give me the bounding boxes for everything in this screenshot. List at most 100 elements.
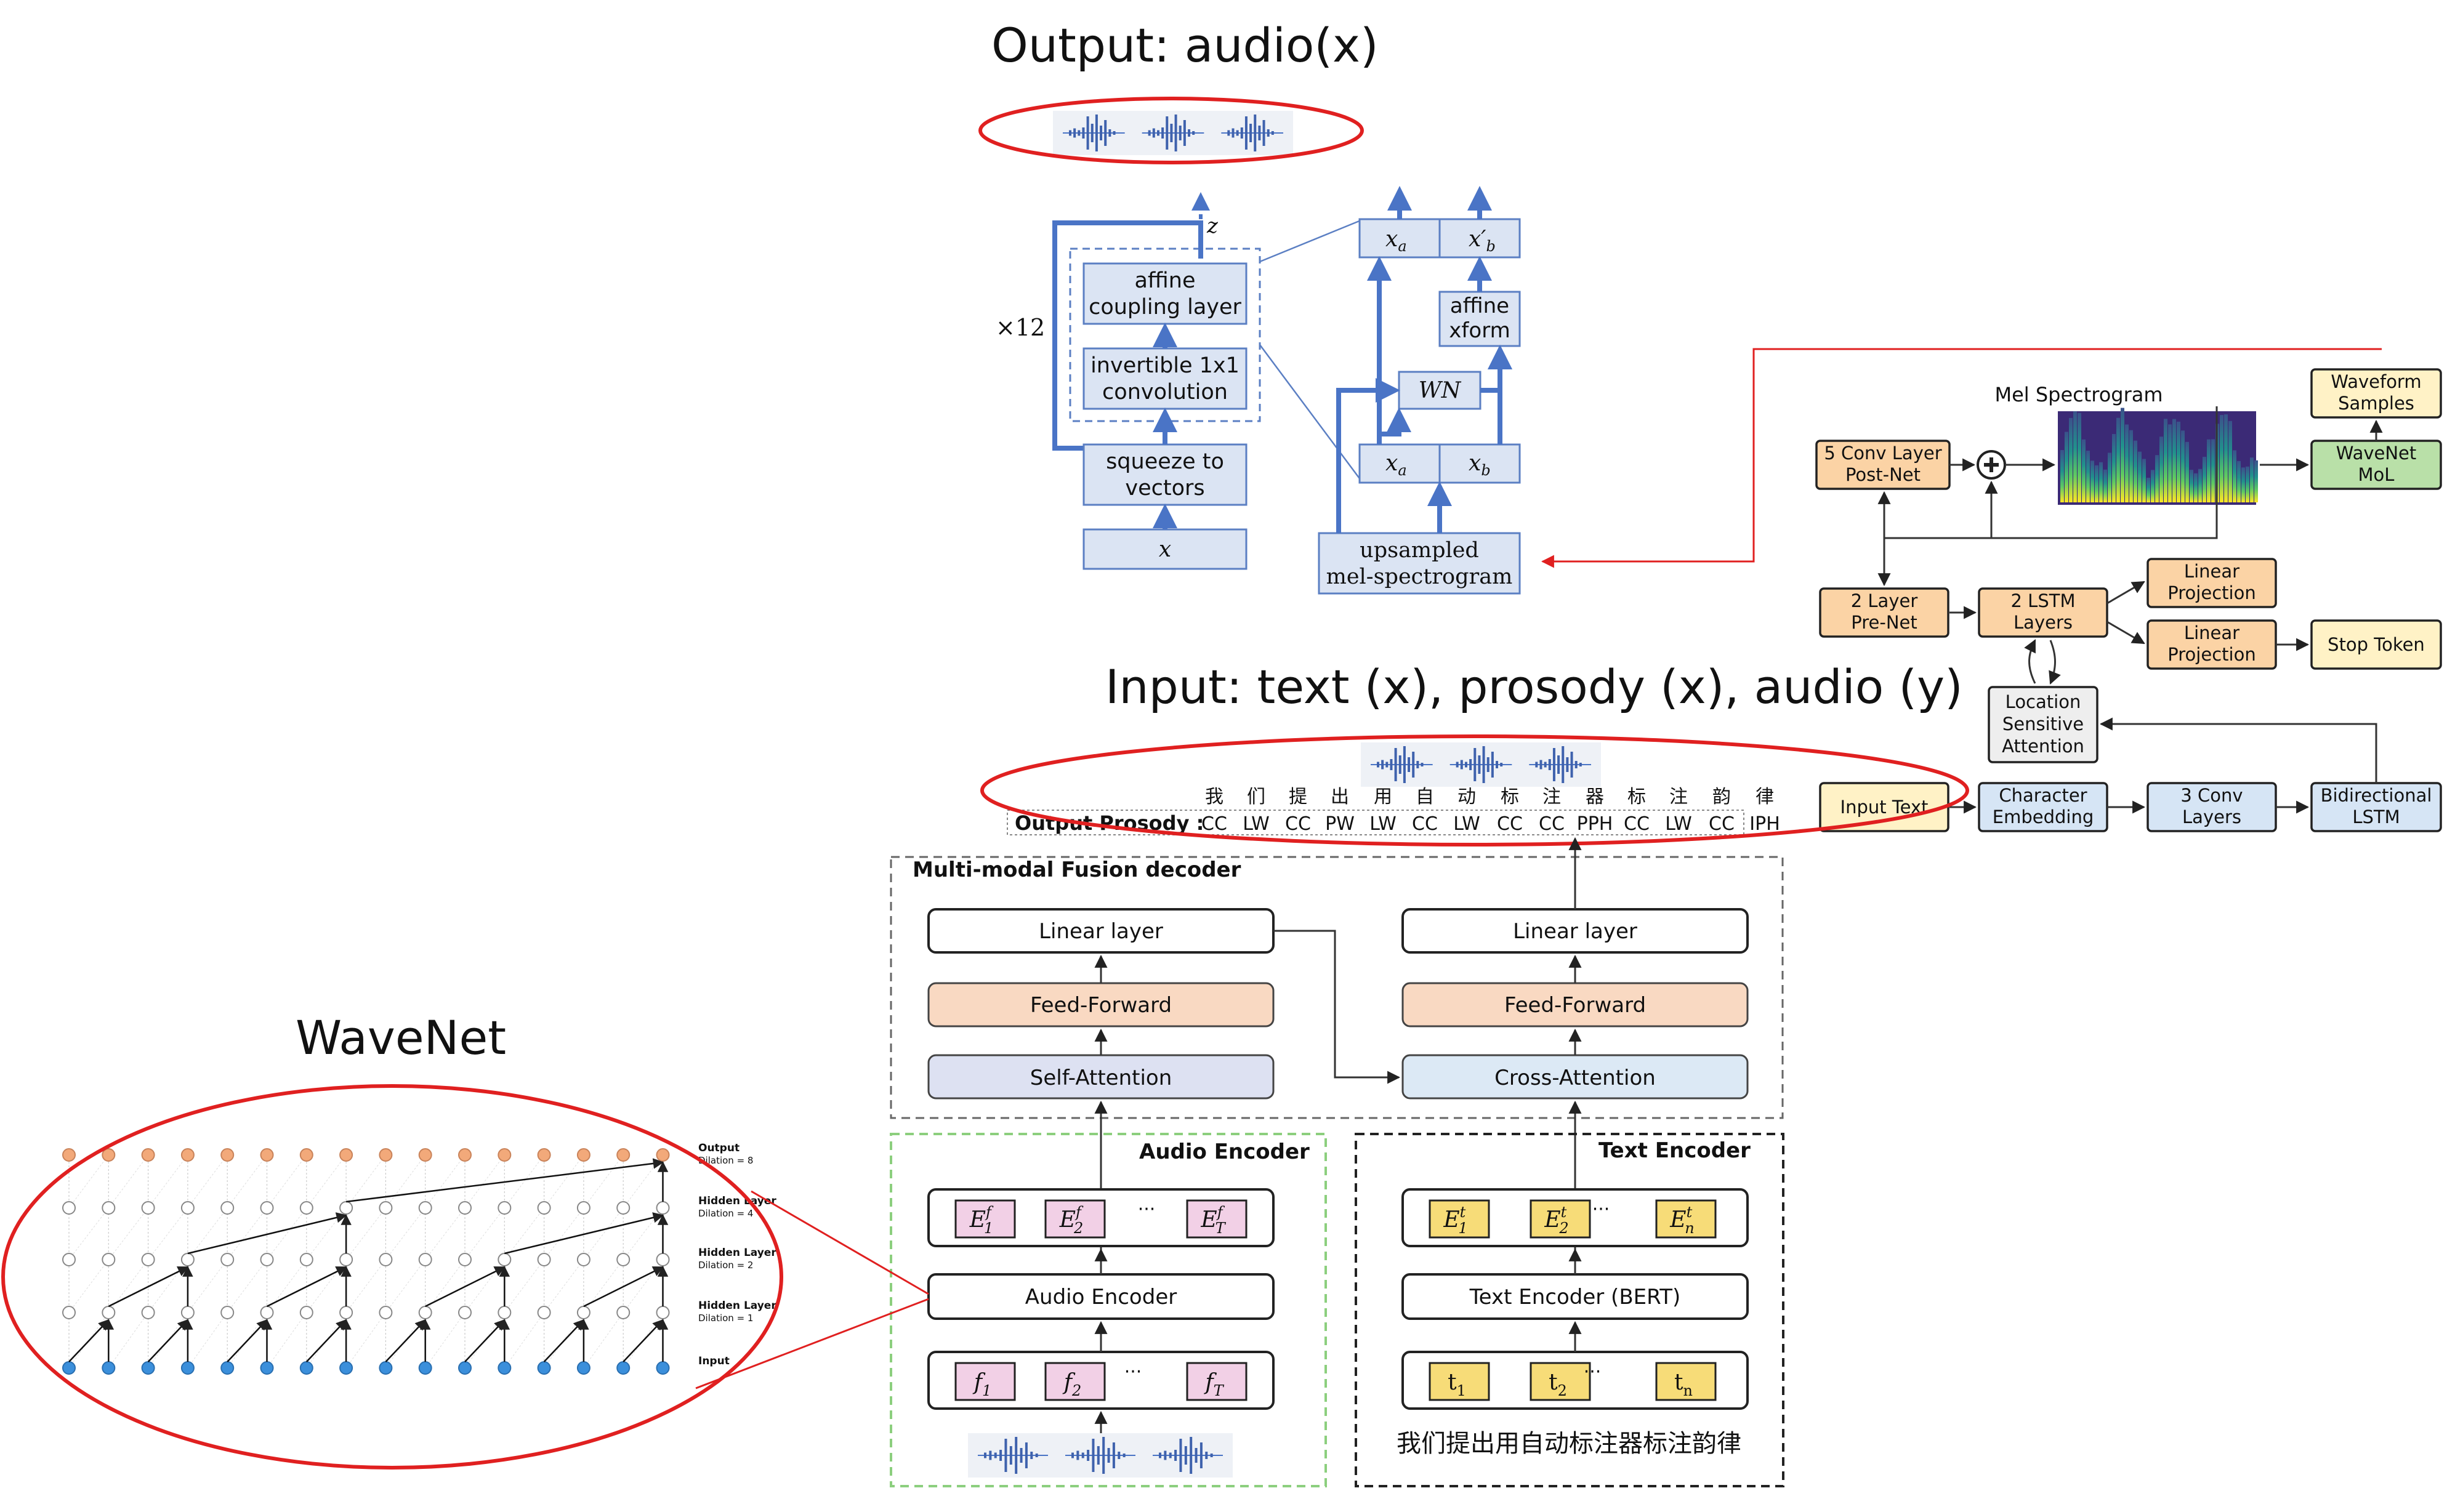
prosody-char: 动	[1457, 786, 1476, 808]
input-sentence: 我们提出用自动标注器标注韵律	[1397, 1430, 1741, 1458]
wavenet-node	[458, 1253, 472, 1266]
wavenet-mol-line2: MoL	[2358, 464, 2395, 485]
text-emb-token	[1429, 1199, 1490, 1239]
linear-projection-1-box	[2147, 558, 2277, 608]
x-input-label: x	[1159, 537, 1171, 562]
wavenet-node	[62, 1201, 76, 1215]
times12-label: ×12	[996, 314, 1045, 341]
prosody-tag: CC	[1539, 813, 1565, 835]
prosody-tag: PW	[1325, 813, 1355, 835]
decoder-title: Multi-modal Fusion decoder	[913, 858, 1241, 882]
prosody-tag: LW	[1369, 813, 1397, 835]
text-tok-token	[1530, 1362, 1591, 1401]
prenet-line1: 2 Layer	[1851, 590, 1918, 611]
invertible-conv-line2: convolution	[1102, 380, 1228, 404]
input-highlight-ellipse	[980, 734, 1969, 846]
wavenet-node	[656, 1253, 670, 1266]
prosody-tag: LW	[1665, 813, 1692, 835]
wavenet-node	[220, 1201, 235, 1215]
x-input-box	[1082, 528, 1248, 570]
affine-coupling-line1: affine	[1134, 268, 1195, 293]
invertible-conv-line1: invertible 1x1	[1090, 353, 1240, 378]
audio-encoder-title: Audio Encoder	[1139, 1140, 1310, 1164]
affine-xform-line2: xform	[1449, 318, 1510, 343]
text-emb-ellipsis: ···	[1592, 1199, 1610, 1220]
prosody-char: 韵	[1712, 786, 1731, 808]
wavenet-zoom-line-top	[751, 1190, 929, 1295]
postnet-line1: 5 Conv Layer	[1824, 443, 1941, 464]
audio-encoder-block-label: Audio Encoder	[1025, 1285, 1177, 1309]
prosody-tag: LW	[1243, 813, 1270, 835]
prosody-char: 自	[1416, 786, 1434, 808]
audio-input-waveform	[968, 1433, 1233, 1478]
wavenet-node	[458, 1361, 472, 1375]
wavenet-node	[656, 1148, 670, 1162]
wavenet-node	[62, 1361, 76, 1375]
waveform-line1: Waveform	[2331, 371, 2421, 392]
wavenet-node	[576, 1253, 591, 1266]
squeeze-box	[1082, 443, 1248, 506]
wavenet-node	[141, 1148, 155, 1162]
invertible-conv-box	[1082, 347, 1248, 410]
upsampled-line1: upsampled	[1360, 538, 1479, 563]
wavenet-node	[418, 1361, 432, 1375]
output-prosody-label: Output Prosody :	[1015, 811, 1204, 835]
wavenet-node	[379, 1361, 393, 1375]
wavenet-node	[62, 1148, 76, 1162]
output-highlight-ellipse	[978, 97, 1364, 164]
wavenet-node	[576, 1361, 591, 1375]
wavenet-node	[220, 1361, 235, 1375]
wavenet-node	[498, 1361, 512, 1375]
ff-right-label: Feed-Forward	[1504, 993, 1646, 1018]
wavenet-node	[418, 1148, 432, 1162]
wavenet-node	[537, 1201, 551, 1215]
wavenet-node	[458, 1148, 472, 1162]
wavenet-node	[656, 1201, 670, 1215]
text-encoder-title: Text Encoder	[1598, 1138, 1751, 1163]
wavenet-node	[656, 1361, 670, 1375]
prosody-char: 们	[1247, 786, 1265, 808]
upsampled-line2: mel-spectrogram	[1326, 565, 1513, 589]
wavenet-dilation-label: Dilation = 1	[698, 1313, 753, 1324]
wavenet-node	[260, 1361, 274, 1375]
postnet-line2: Post-Net	[1845, 464, 1921, 485]
wavenet-node	[339, 1361, 353, 1375]
wavenet-node	[616, 1253, 631, 1266]
squeeze-line2: vectors	[1125, 476, 1204, 501]
output-waveform	[1053, 111, 1293, 155]
waveform-samples-box	[2310, 368, 2442, 419]
stop-token-label: Stop Token	[2328, 634, 2425, 655]
tacotron-diagram: Mel Spectrogram Waveform Samples WaveNet…	[1815, 368, 2442, 832]
wavenet-node	[537, 1306, 551, 1319]
text-emb-token	[1530, 1199, 1591, 1239]
wavenet-zoom-line-bottom	[695, 1298, 929, 1389]
audio-feat-token	[1186, 1362, 1248, 1401]
conv3-line1: 3 Conv	[2180, 785, 2243, 806]
wavenet-mol-line1: WaveNet	[2336, 443, 2417, 464]
text-encoder-block-label: Text Encoder (BERT)	[1469, 1285, 1681, 1309]
affine-coupling-line2: coupling layer	[1089, 295, 1241, 320]
linear2-line2: Projection	[2167, 644, 2255, 665]
wavenet-node	[576, 1201, 591, 1215]
prosody-char: 律	[1756, 786, 1774, 808]
wavenet-node	[379, 1148, 393, 1162]
wn-label: WN	[1419, 378, 1462, 403]
mel-spectrogram-image	[2058, 408, 2258, 505]
prosody-tag: CC	[1201, 813, 1227, 835]
prenet-box	[1819, 587, 1949, 638]
wavenet-node	[339, 1253, 353, 1266]
stop-token-box	[2310, 619, 2442, 670]
wavenet-node	[102, 1253, 116, 1266]
audio-encoder-dashed-box	[890, 1133, 1327, 1487]
wavenet-node	[379, 1306, 393, 1319]
text-tok-token-label: t2	[1549, 1370, 1567, 1399]
text-tok-ellipsis: ···	[1584, 1361, 1602, 1383]
prenet-line2: Pre-Net	[1851, 612, 1917, 633]
wavenet-node	[339, 1306, 353, 1319]
wavenet-node	[458, 1306, 472, 1319]
squeeze-line1: squeeze to	[1106, 449, 1224, 474]
wavenet-node	[537, 1361, 551, 1375]
